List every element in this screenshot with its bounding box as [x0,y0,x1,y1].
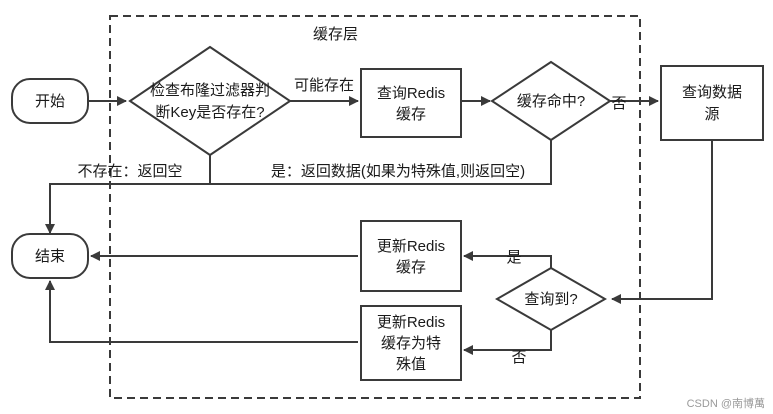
watermark-text: CSDN @南博萬 [687,397,765,410]
update-redis-special-label-line2: 缓存为特 [381,335,441,352]
found-node [494,266,608,332]
cache-hit-node [490,60,612,142]
cache-layer-title: 缓存层 [313,26,358,43]
start-node [11,78,89,124]
bloom-check-label-line2: 断Key是否存在? [155,104,264,121]
edge-label-hit-yes: 是：返回数据(如果为特殊值,则返回空) [271,163,525,180]
query-datasource-label-line2: 源 [704,106,719,123]
query-redis-label-line1: 查询Redis [377,85,445,102]
update-redis-special-label-line1: 更新Redis [377,314,445,331]
edge-hit-yes-to-end [50,140,552,185]
edge-found-yes-to-update [463,251,552,268]
update-redis-node [360,220,462,292]
edge-update-special-to-end [45,280,358,343]
edge-label-may-exist: 可能存在 [294,77,354,94]
query-redis-node [360,68,462,138]
found-label: 查询到? [524,291,577,308]
cache-hit-label: 缓存命中? [517,92,585,110]
edge-label-not-exist: 不存在：返回空 [77,163,182,180]
query-datasource-label-line1: 查询数据 [682,84,742,101]
edge-label-found-yes: 是 [506,249,521,266]
query-redis-label-line2: 缓存 [396,106,426,123]
edge-label-hit-no: 否 [611,95,626,112]
start-label: 开始 [35,93,65,110]
bloom-check-label-line1: 检查布隆过滤器判 [150,82,270,99]
cache-layer-group [109,15,641,399]
update-redis-special-label-line3: 殊值 [396,356,426,373]
edge-datasource-to-found [611,140,713,304]
query-datasource-node [660,65,764,141]
update-redis-label-line2: 缓存 [396,259,426,276]
update-redis-special-node [360,305,462,381]
edge-label-found-no: 否 [511,349,526,366]
edge-found-no-to-update-special [463,330,552,355]
bloom-check-node [128,45,292,157]
end-node [11,233,89,279]
end-label: 结束 [35,248,65,265]
update-redis-label-line1: 更新Redis [377,238,445,255]
